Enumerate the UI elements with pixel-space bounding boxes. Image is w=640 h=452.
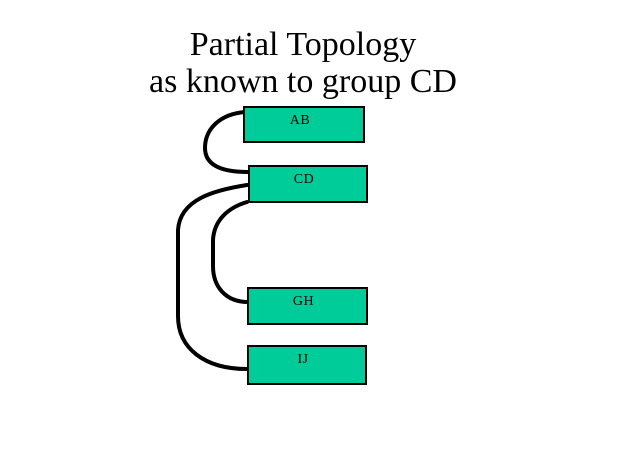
edge-cd-ij	[176, 183, 249, 371]
node-ij: IJ	[247, 345, 367, 385]
node-cd: CD	[248, 165, 368, 203]
node-ab: AB	[243, 106, 365, 143]
node-ij-label: IJ	[297, 352, 309, 367]
node-cd-label: CD	[293, 172, 315, 187]
edge-cd-gh	[211, 200, 250, 304]
node-gh: GH	[247, 287, 368, 325]
title-line-2: as known to group CD	[149, 63, 457, 100]
slide-title: Partial Topology as known to group CD	[0, 26, 606, 100]
edge-ab-cd	[202, 110, 250, 174]
node-gh-label: GH	[292, 294, 315, 309]
title-line-1: Partial Topology	[189, 26, 417, 63]
node-ab-label: AB	[289, 113, 311, 128]
